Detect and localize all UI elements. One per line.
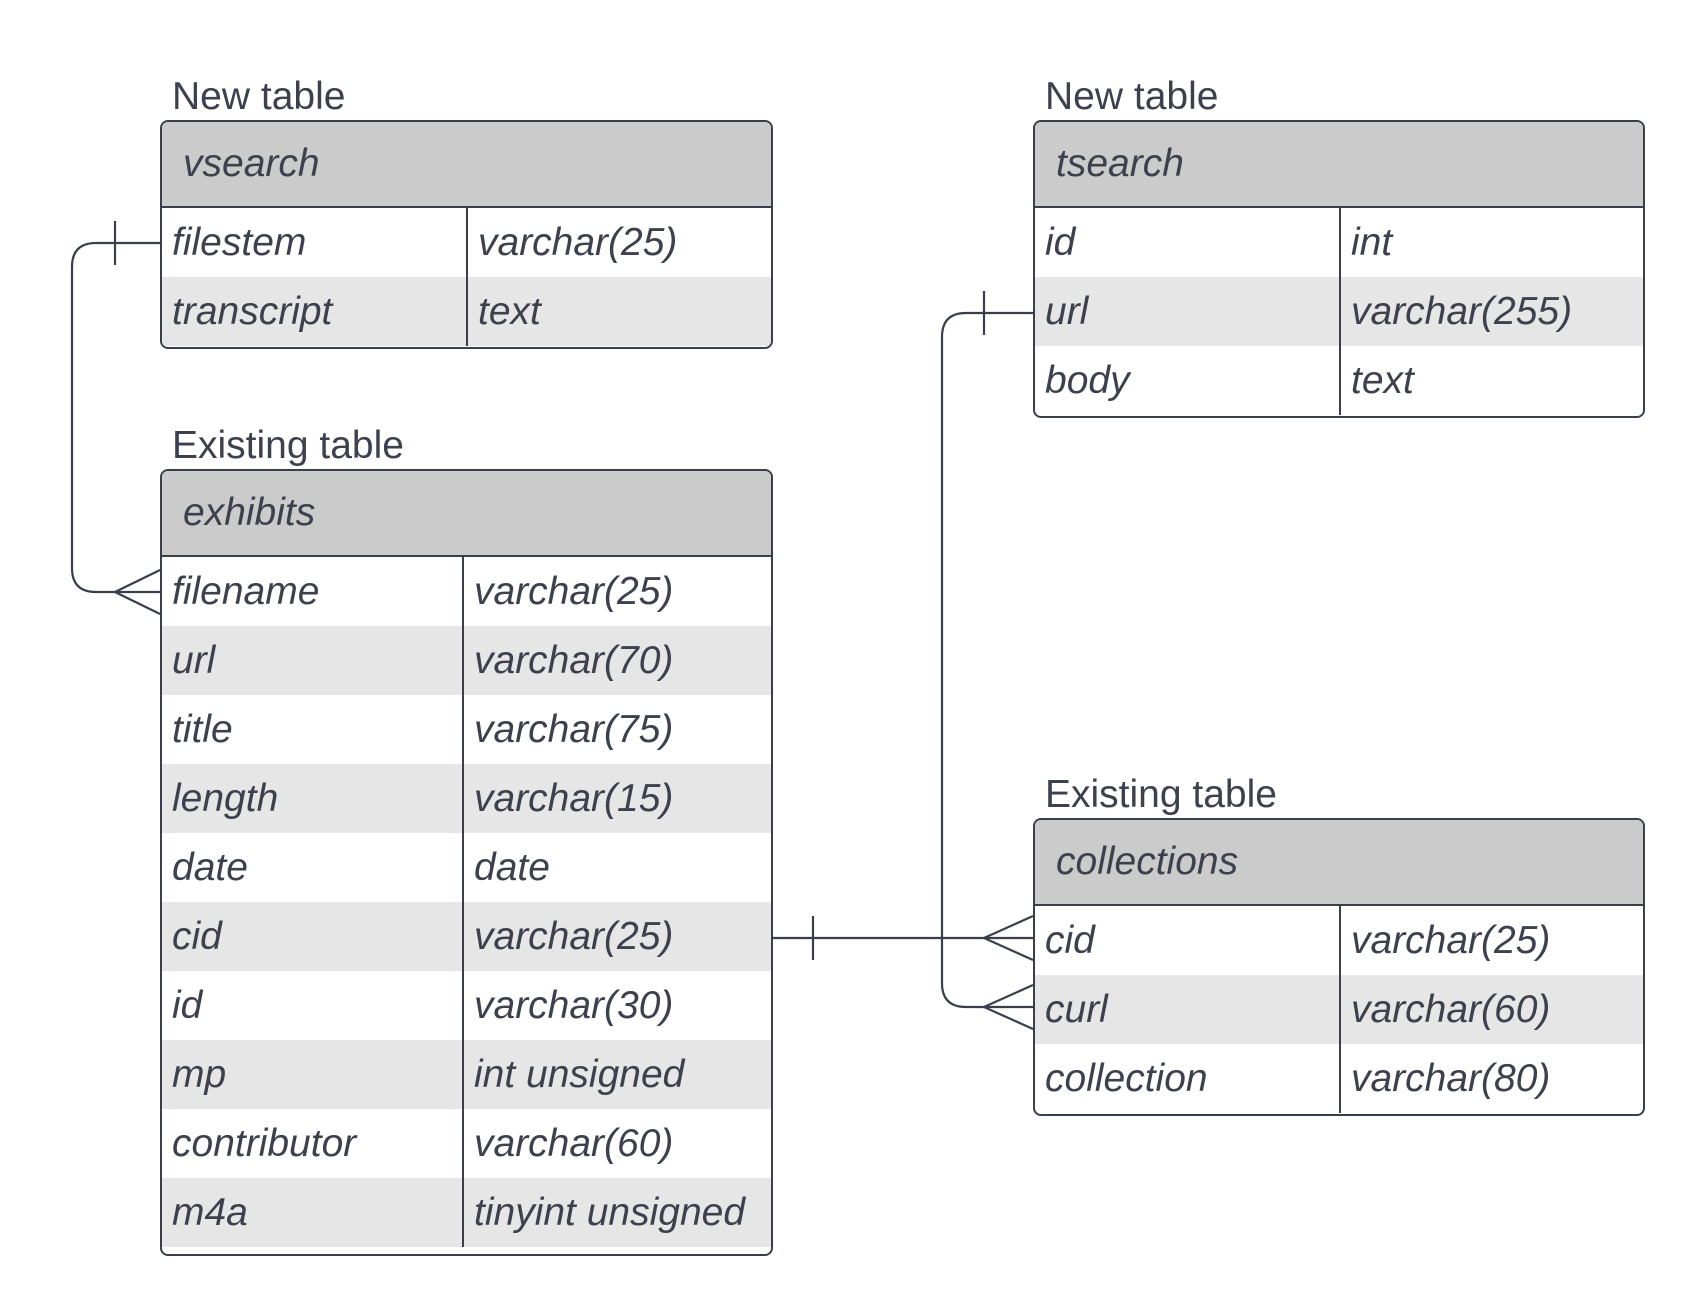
exhibits-row-mp[interactable]: mp int unsigned: [162, 1040, 771, 1109]
vsearch-row-transcript[interactable]: transcript text: [162, 277, 771, 346]
many-marker-top: [983, 983, 1034, 1009]
field-name: body: [1035, 346, 1341, 415]
field-type: text: [1351, 358, 1414, 402]
exhibits-row-length[interactable]: length varchar(15): [162, 764, 771, 833]
field-name: filename: [162, 557, 464, 626]
exhibits-row-contributor[interactable]: contributor varchar(60): [162, 1109, 771, 1178]
field-type: text: [478, 289, 541, 333]
vsearch-row-filestem[interactable]: filestem varchar(25): [162, 208, 771, 277]
field-type: varchar(70): [474, 638, 674, 682]
tsearch-row-id[interactable]: id int: [1035, 208, 1643, 277]
vsearch-caption: New table: [172, 75, 346, 118]
exhibits-row-title[interactable]: title varchar(75): [162, 695, 771, 764]
field-name: cid: [162, 902, 464, 971]
many-marker-bottom: [983, 1005, 1034, 1031]
field-type: varchar(60): [474, 1121, 674, 1165]
tsearch-table[interactable]: tsearch id int url varchar(255) body tex…: [1033, 120, 1645, 418]
field-name: title: [162, 695, 464, 764]
tsearch-caption: New table: [1045, 75, 1219, 118]
tsearch-table-name: tsearch: [1035, 122, 1643, 208]
collections-row-collection[interactable]: collection varchar(80): [1035, 1044, 1643, 1113]
field-name: contributor: [162, 1109, 464, 1178]
field-type: varchar(80): [1351, 1056, 1551, 1100]
exhibits-row-m4a[interactable]: m4a tinyint unsigned: [162, 1178, 771, 1247]
field-type: varchar(75): [474, 707, 674, 751]
vsearch-table[interactable]: vsearch filestem varchar(25) transcript …: [160, 120, 773, 349]
exhibits-table-name: exhibits: [162, 471, 771, 557]
exhibits-table[interactable]: exhibits filename varchar(25) url varcha…: [160, 469, 773, 1256]
vsearch-table-name: vsearch: [162, 122, 771, 208]
exhibits-row-id[interactable]: id varchar(30): [162, 971, 771, 1040]
connector-line: [70, 241, 160, 594]
field-type: date: [474, 845, 550, 889]
collections-table[interactable]: collections cid varchar(25) curl varchar…: [1033, 818, 1645, 1116]
field-type: varchar(60): [1351, 987, 1551, 1031]
field-type: int unsigned: [474, 1052, 685, 1096]
exhibits-row-cid[interactable]: cid varchar(25): [162, 902, 771, 971]
field-type: varchar(25): [474, 569, 674, 613]
many-marker-bottom: [114, 591, 161, 615]
collections-table-name: collections: [1035, 820, 1643, 906]
exhibits-row-date[interactable]: date date: [162, 833, 771, 902]
many-marker-top: [114, 569, 161, 593]
exhibits-caption: Existing table: [172, 424, 404, 467]
tsearch-row-url[interactable]: url varchar(255): [1035, 277, 1643, 346]
field-type: varchar(25): [1351, 918, 1551, 962]
many-marker-bottom: [983, 936, 1034, 962]
field-type: varchar(15): [474, 776, 674, 820]
exhibits-row-filename[interactable]: filename varchar(25): [162, 557, 771, 626]
relationship-exhibits-collections[interactable]: [773, 914, 1034, 962]
field-type: varchar(25): [478, 220, 678, 264]
field-name: curl: [1035, 975, 1341, 1044]
field-name: date: [162, 833, 464, 902]
exhibits-row-url[interactable]: url varchar(70): [162, 626, 771, 695]
field-name: filestem: [162, 208, 468, 277]
many-marker-top: [983, 914, 1034, 940]
connector-line: [940, 311, 1033, 1009]
field-type: tinyint unsigned: [474, 1190, 746, 1234]
field-type: int: [1351, 220, 1393, 264]
field-name: cid: [1035, 906, 1341, 975]
collections-row-cid[interactable]: cid varchar(25): [1035, 906, 1643, 975]
field-name: url: [1035, 277, 1341, 346]
tsearch-row-body[interactable]: body text: [1035, 346, 1643, 415]
relationship-tsearch-collections[interactable]: [940, 291, 1034, 1031]
field-type: varchar(30): [474, 983, 674, 1027]
field-type: varchar(25): [474, 914, 674, 958]
collections-caption: Existing table: [1045, 773, 1277, 816]
field-name: id: [1035, 208, 1341, 277]
field-type: varchar(255): [1351, 289, 1573, 333]
field-name: mp: [162, 1040, 464, 1109]
field-name: m4a: [162, 1178, 464, 1247]
field-name: collection: [1035, 1044, 1341, 1113]
collections-row-curl[interactable]: curl varchar(60): [1035, 975, 1643, 1044]
field-name: url: [162, 626, 464, 695]
field-name: transcript: [162, 277, 468, 346]
field-name: length: [162, 764, 464, 833]
relationship-vsearch-exhibits[interactable]: [70, 221, 161, 615]
field-name: id: [162, 971, 464, 1040]
